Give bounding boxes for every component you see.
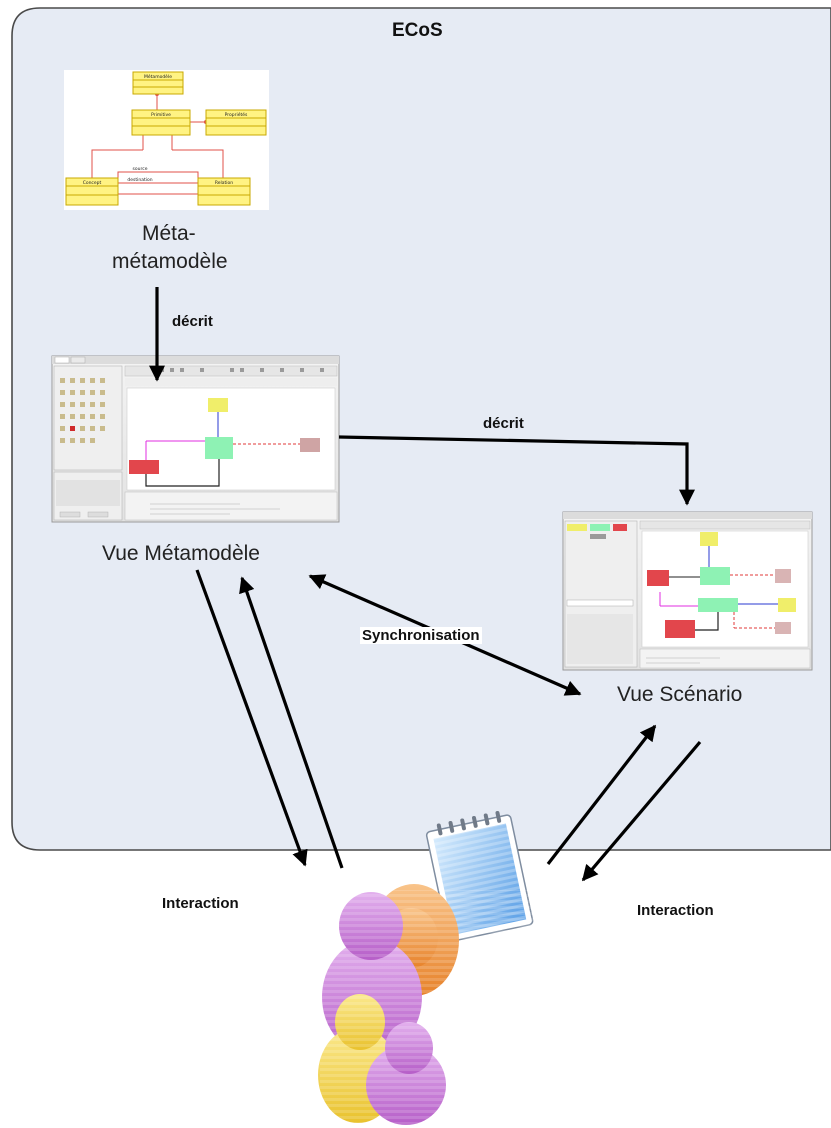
uml-class-label: Primitive xyxy=(151,112,171,118)
diagram-title: ECoS xyxy=(392,20,443,41)
arrow-scenario-to-user xyxy=(581,740,702,882)
interaction-label-right: Interaction xyxy=(637,902,714,919)
uml-link-label: source xyxy=(133,166,148,172)
scenario-view-screenshot xyxy=(562,511,813,671)
uml-class-label: Concept xyxy=(83,180,102,186)
arrow-user-to-scenario xyxy=(546,724,657,865)
interaction-label-left: Interaction xyxy=(162,895,239,912)
arrows xyxy=(149,287,702,882)
synchronisation-label: Synchronisation xyxy=(360,627,482,644)
scenario-view-label: Vue Scénario xyxy=(617,683,743,706)
uml-metametamodel-thumbnail: Métamodèle Primitive Propriétés Concept … xyxy=(64,70,269,210)
metametamodel-label-line2: métamodèle xyxy=(112,250,228,273)
uml-link-label: destination xyxy=(127,177,152,183)
uml-class-label: Relation xyxy=(215,180,233,186)
uml-class-label: Propriétés xyxy=(225,111,248,118)
arrow-user-to-metamodel xyxy=(239,576,344,869)
metamodel-view-label: Vue Métamodèle xyxy=(102,542,260,565)
describes-label-2: décrit xyxy=(483,415,524,432)
describes-label-1: décrit xyxy=(172,313,213,330)
metametamodel-label-line1: Méta- xyxy=(142,222,196,245)
users-group-icon xyxy=(318,811,540,1126)
arrow-metamodel-to-user xyxy=(195,569,308,867)
arrow-metamodel-to-scenario xyxy=(338,435,695,506)
metamodel-view-screenshot xyxy=(51,355,340,523)
uml-class-label: Métamodèle xyxy=(144,73,172,80)
